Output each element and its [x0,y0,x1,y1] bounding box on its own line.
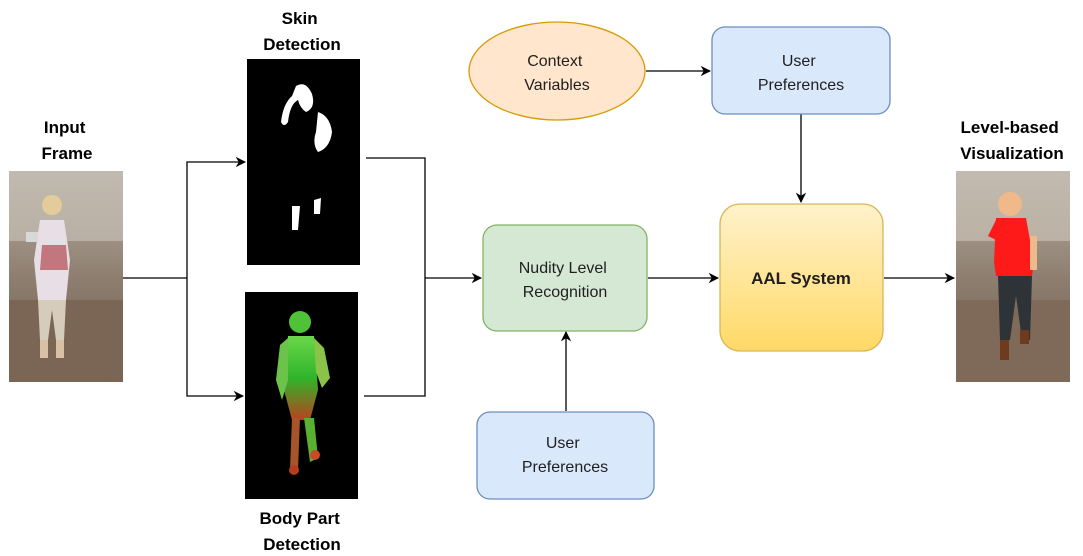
input-frame-label: Input Frame [41,118,92,163]
svg-text:Nudity Level Recognition: Nudity Level Recognition [519,260,612,301]
body-part-image [245,292,358,499]
skin-detection-label: Skin Detection [263,9,340,54]
input-frame-image [9,171,123,382]
edge-to-body [186,278,245,402]
edge-from-body [364,278,426,397]
user-preferences-bottom-node: User Preferences [476,411,655,500]
edge-to-skin [186,156,247,278]
svg-text:User Preferences: User Preferences [758,53,844,94]
body-part-detection-label: Body Part Detection [259,509,344,554]
svg-text:Context Variables: Context Variables [524,53,590,94]
user-preferences-top-node: User Preferences [711,26,891,115]
aal-system-node: AAL System [719,203,884,352]
edges [123,65,956,411]
edge-from-skin [366,157,426,278]
visualization-image [956,171,1070,382]
svg-text:User Preferences: User Preferences [522,435,608,476]
nudity-recognition-node: Nudity Level Recognition [482,224,648,332]
visualization-label: Level-based Visualization [960,118,1064,163]
context-variables-node: Context Variables [468,21,646,121]
skin-mask-image [247,59,360,265]
svg-text:AAL System: AAL System [751,269,851,288]
